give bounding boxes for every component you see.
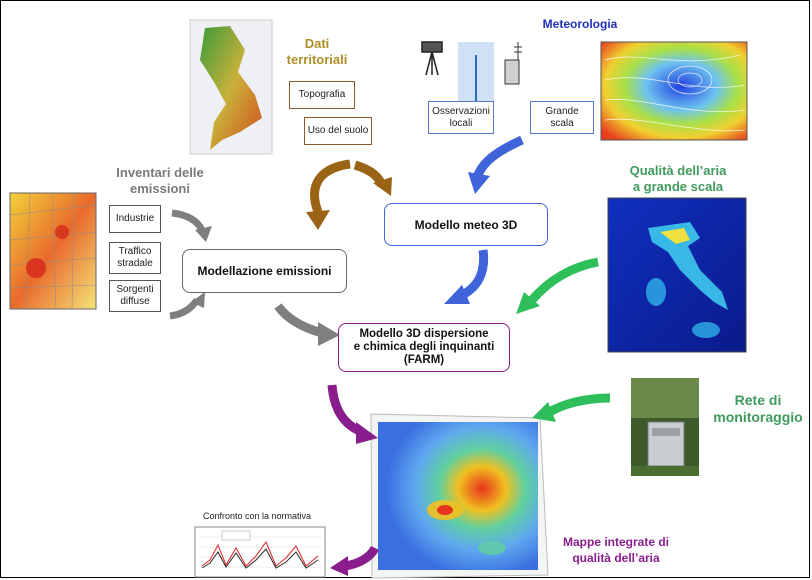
- box-uso-suolo: Uso del suolo: [304, 117, 372, 145]
- arrow-mappe-to-confronto: [344, 545, 380, 571]
- heading-confronto: Confronto con la normativa: [203, 511, 312, 521]
- arrow-grande-scala-to-farm: [528, 257, 599, 303]
- arrow-industrie-to-emissioni: [171, 209, 206, 232]
- box-grande-scala: Grande scala: [530, 101, 594, 134]
- heading-qualita-grande-scala: Qualità dell’aria a grande scala: [629, 163, 727, 194]
- heading-mappe-integrate: Mappe integrate di qualità dell’aria: [562, 535, 669, 565]
- node-modellazione-emissioni: Modellazione emissioni: [182, 249, 347, 293]
- heading-rete-monitoraggio: Rete di monitoraggio: [713, 392, 803, 425]
- box-topografia: Topografia: [289, 81, 355, 109]
- arrow-rete-to-mappe: [545, 393, 611, 417]
- box-sorgenti-diffuse: Sorgenti diffuse: [109, 280, 161, 312]
- box-traffico-stradale: Traffico stradale: [109, 242, 161, 274]
- arrow-dati-to-emissioni: [310, 159, 351, 214]
- arrow-emissioni-to-farm: [274, 303, 324, 338]
- heading-meteorologia: Meteorologia: [542, 17, 618, 31]
- node-modello-meteo-3d: Modello meteo 3D: [384, 203, 548, 246]
- node-farm: Modello 3D dispersione e chimica degli i…: [338, 323, 510, 372]
- heading-dati-territoriali: Dati territoriali: [286, 36, 348, 67]
- box-industrie: Industrie: [109, 205, 161, 233]
- box-osservazioni-locali: Osservazioni locali: [428, 101, 494, 134]
- heading-inventari: Inventari delle emissioni: [116, 165, 204, 196]
- arrow-meteo-to-modello: [473, 135, 524, 177]
